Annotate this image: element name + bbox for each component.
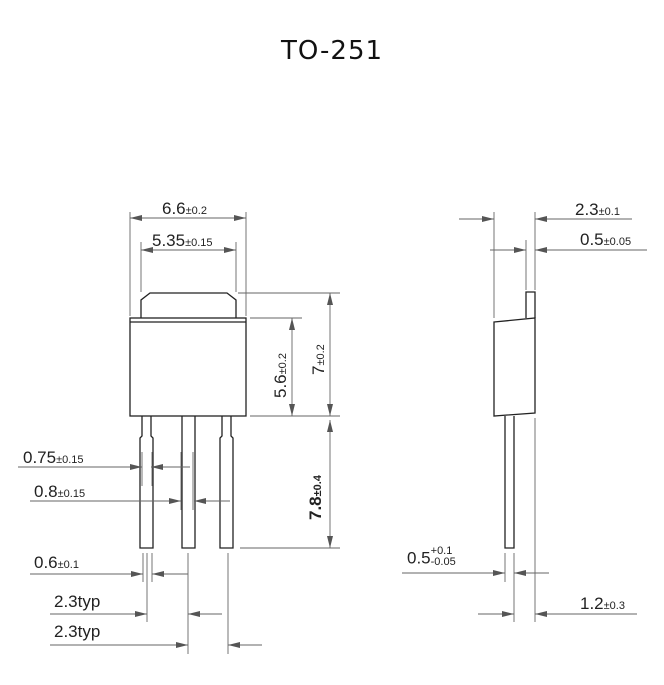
dim-total-height: 7±0.2	[309, 344, 328, 375]
dim-lead-width: 0.6±0.1	[34, 553, 79, 572]
dim-width-total: 6.6±0.2	[162, 199, 207, 218]
dim-lead-upper-width: 0.75±0.15	[23, 448, 84, 467]
dim-thickness: 2.3±0.1	[575, 200, 620, 219]
side-view	[493, 291, 536, 549]
dim-body-height: 5.6±0.2	[271, 353, 290, 398]
front-view	[129, 292, 247, 549]
dim-pitch-1: 2.3typ	[54, 592, 101, 611]
dim-center-lead-width: 0.8±0.15	[34, 482, 86, 501]
dim-pitch-2: 2.3typ	[54, 622, 101, 641]
drawing-title: TO-251	[280, 36, 384, 66]
dim-lead-length: 7.8±0.4	[306, 475, 325, 520]
dim-tab-width: 5.35±0.15	[152, 231, 213, 250]
dim-lead-offset: 1.2±0.3	[580, 594, 625, 613]
dim-lead-thickness: 0.5+0.1-0.05	[407, 545, 456, 568]
dim-tab-thickness: 0.5±0.05	[580, 230, 632, 249]
dimension-lines	[18, 212, 647, 654]
